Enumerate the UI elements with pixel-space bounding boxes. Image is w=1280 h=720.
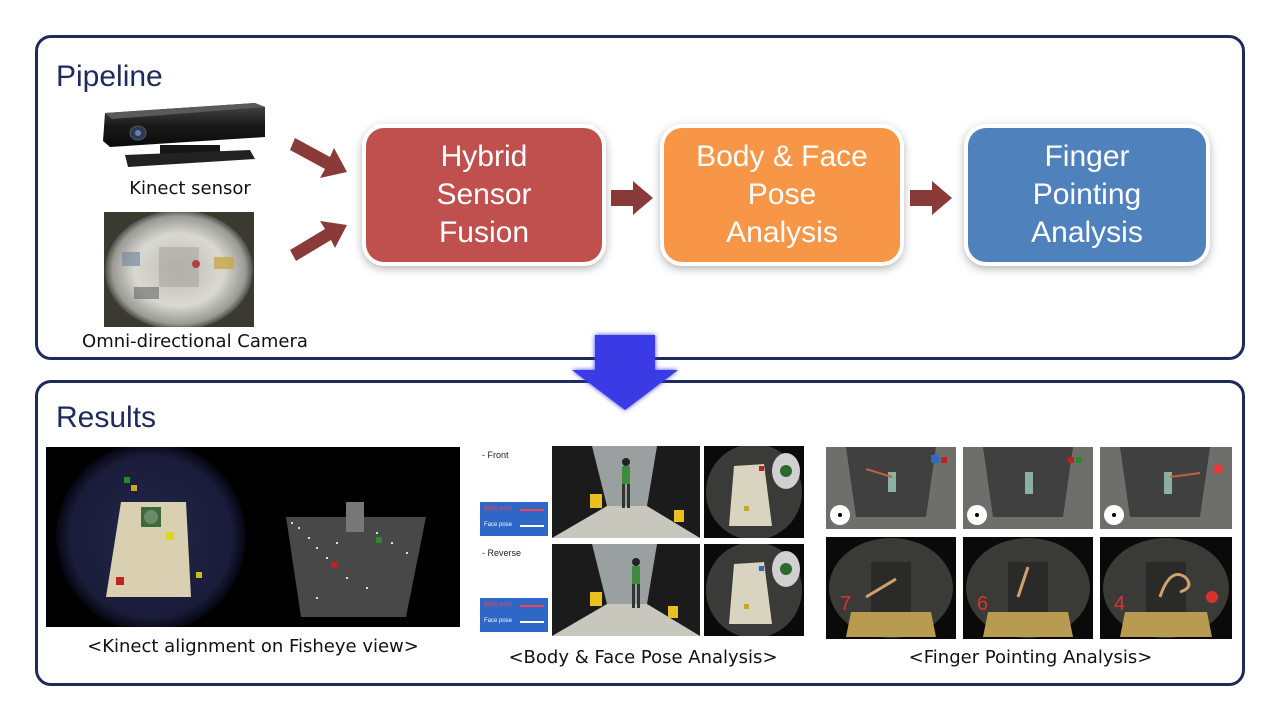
arrow-down-icon	[572, 335, 678, 410]
kinect-alignment-image	[46, 447, 460, 627]
legend-face-pose: Face pose	[484, 522, 513, 528]
stage-label: Body & Face Pose Analysis	[696, 140, 868, 249]
legend-body-pose: Body pose	[484, 506, 513, 512]
stage-hybrid-sensor-fusion: Hybrid Sensor Fusion	[366, 128, 602, 262]
legend-box-front: Body pose Face pose	[480, 502, 548, 536]
counter-label: 4	[1114, 593, 1126, 615]
front-row-label: - Front	[482, 450, 509, 460]
legend-face-pose: Face pose	[484, 618, 513, 624]
legend-box-reverse: Body pose Face pose	[480, 598, 548, 632]
stage-label: Hybrid Sensor Fusion	[436, 140, 532, 249]
front-fisheye-photo	[704, 446, 804, 538]
legend-body-pose: Body pose	[484, 602, 513, 608]
omni-camera-label: Omni-directional Camera	[82, 331, 308, 352]
kinect-sensor-image	[100, 95, 270, 175]
pointing-bottom-3: 4	[1100, 537, 1232, 639]
front-corridor-photo	[552, 446, 700, 538]
pointing-top-2	[963, 447, 1093, 529]
stage-finger-pointing: Finger Pointing Analysis	[968, 128, 1206, 262]
reverse-row-label: - Reverse	[482, 548, 522, 558]
reverse-corridor-photo	[552, 544, 700, 636]
kinect-alignment-caption: <Kinect alignment on Fisheye view>	[87, 636, 419, 657]
results-title: Results	[56, 401, 157, 434]
stage-body-face-pose: Body & Face Pose Analysis	[664, 128, 900, 262]
arrow-right-icon	[290, 138, 952, 261]
finger-pointing-caption: <Finger Pointing Analysis>	[908, 647, 1153, 668]
counter-label: 7	[840, 593, 852, 615]
reverse-fisheye-photo	[704, 544, 804, 636]
body-face-pose-caption: <Body & Face Pose Analysis>	[508, 647, 778, 668]
counter-label: 6	[977, 593, 989, 615]
pointing-top-3	[1100, 447, 1232, 529]
pointing-bottom-1: 7	[826, 537, 956, 639]
pipeline-title: Pipeline	[56, 60, 163, 93]
omni-camera-image	[104, 212, 254, 327]
stage-label: Finger Pointing Analysis	[1031, 140, 1143, 249]
body-face-pose-figure: - Front - Reverse Body pose Face pose Bo…	[478, 446, 808, 641]
finger-pointing-figure: 7 6 4	[826, 447, 1235, 639]
pointing-top-1	[826, 447, 956, 529]
pointing-bottom-2: 6	[963, 537, 1093, 639]
kinect-sensor-label: Kinect sensor	[129, 178, 251, 199]
